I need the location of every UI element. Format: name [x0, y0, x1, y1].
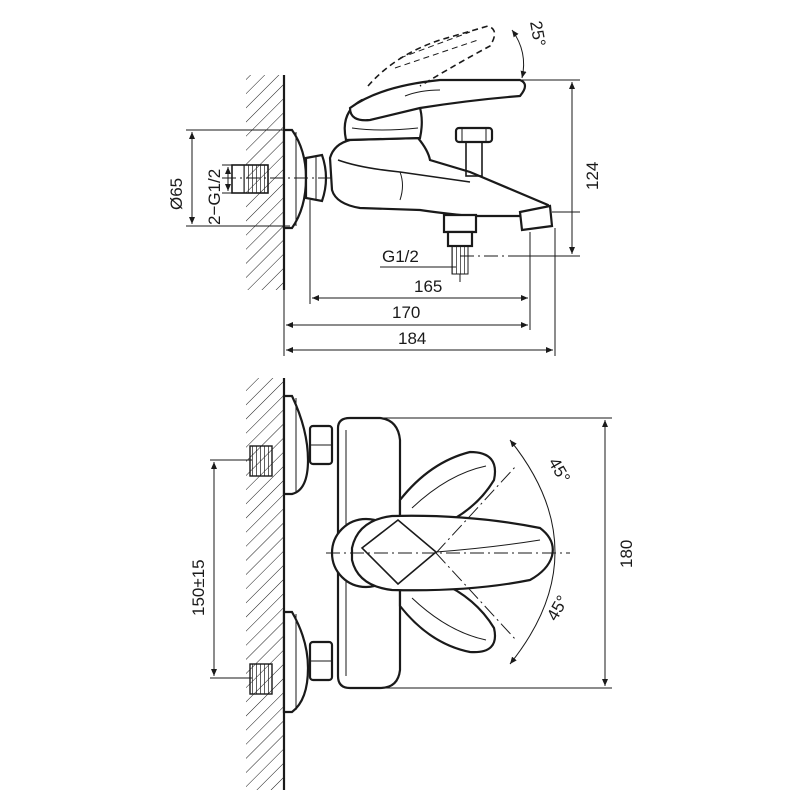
label-flange-diameter: Ø65 — [167, 178, 186, 210]
lever-handle-side — [348, 78, 527, 122]
side-view: Ø65 2−G1/2 G1/2 124 165 170 184 25° — [167, 19, 602, 356]
label-spout-165: 165 — [414, 277, 442, 296]
label-angle-upper: 45° — [545, 455, 574, 487]
label-height-front: 180 — [617, 540, 636, 568]
inlet-thread-upper — [249, 445, 273, 477]
inlet-thread-side — [243, 164, 269, 194]
label-184: 184 — [398, 329, 426, 348]
label-170: 170 — [392, 303, 420, 322]
lever-angle-arc — [511, 29, 527, 79]
label-inlet-thread: 2−G1/2 — [205, 169, 224, 225]
lever-rotated-down — [398, 580, 497, 654]
diverter-knob-side — [454, 126, 494, 144]
label-height-side: 124 — [583, 162, 602, 190]
shower-outlet-side — [442, 213, 478, 234]
label-lever-angle: 25° — [526, 19, 549, 48]
inlet-thread-lower — [249, 663, 273, 695]
rotation-arc — [509, 439, 556, 665]
flange-side — [282, 128, 308, 230]
label-inlet-spacing: 150±15 — [189, 559, 208, 616]
spout-tip-side — [518, 204, 554, 232]
wall-hatch-front — [246, 378, 284, 790]
shower-outlet-nut — [446, 230, 474, 248]
front-view: 150±15 180 45° 45° — [189, 378, 636, 790]
label-outlet-thread: G1/2 — [382, 247, 419, 266]
lever-raised-ghost — [367, 25, 496, 87]
